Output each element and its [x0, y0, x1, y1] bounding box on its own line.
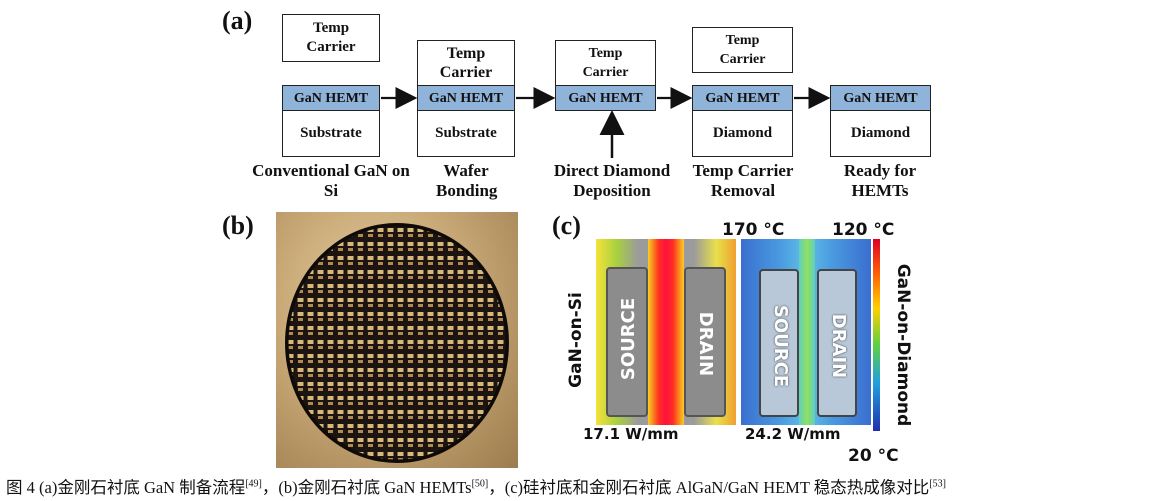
step-label-5: Ready for HEMTs — [843, 161, 917, 200]
caption-ref-1: [49] — [245, 478, 262, 490]
caption-ref-2: [50] — [471, 478, 489, 490]
caption-part-1: 图 4 (a)金刚石衬底 GaN 制备流程 — [6, 478, 246, 497]
panel-c-label: (c) — [552, 211, 581, 240]
gan-on-diamond-label: GaN-on-Diamond — [893, 263, 913, 427]
substrate-box-1: Substrate — [282, 110, 380, 157]
temp-carrier-box-1: Temp Carrier — [282, 14, 380, 62]
wafer-image — [285, 223, 509, 463]
si-source-pad: SOURCE — [606, 267, 648, 417]
diamond-box-4: Diamond — [692, 110, 793, 157]
diamond-source-pad: SOURCE — [759, 269, 799, 417]
temp-carrier-box-2: Temp Carrier — [417, 40, 515, 86]
left-max-temp: 170 °C — [722, 220, 785, 240]
panel-a-label: (a) — [222, 6, 253, 35]
thermal-image-diamond: SOURCE DRAIN — [741, 239, 871, 425]
step-label-4: Temp Carrier Removal — [692, 161, 794, 200]
gan-hemt-layer-1: GaN HEMT — [282, 85, 380, 111]
temp-carrier-box-3: Temp Carrier — [555, 40, 656, 86]
wafer-photo — [276, 212, 518, 468]
diamond-source-label: SOURCE — [770, 304, 791, 388]
right-power-density: 24.2 W/mm — [745, 425, 841, 443]
thermal-image-si: SOURCE DRAIN — [596, 239, 736, 425]
gan-hemt-layer-4: GaN HEMT — [692, 85, 793, 111]
substrate-box-2: Substrate — [417, 110, 515, 157]
gan-hemt-layer-5: GaN HEMT — [830, 85, 931, 111]
si-drain-pad: DRAIN — [684, 267, 726, 417]
caption-part-3: ，(c)硅衬底和金刚石衬底 AlGaN/GaN HEMT 稳态热成像对比 — [488, 478, 930, 497]
diamond-box-5: Diamond — [830, 110, 931, 157]
step-label-2: Wafer Bonding — [436, 161, 498, 200]
flow-arrows — [381, 87, 831, 158]
si-source-label: SOURCE — [618, 297, 639, 381]
figure-caption: 图 4 (a)金刚石衬底 GaN 制备流程[49]，(b)金刚石衬底 GaN H… — [6, 474, 1163, 498]
diamond-hotspot-channel — [799, 239, 815, 425]
diamond-drain-pad: DRAIN — [817, 269, 857, 417]
gan-on-si-label: GaN-on-Si — [566, 292, 586, 388]
step-label-3: Direct Diamond Deposition — [553, 161, 671, 200]
left-power-density: 17.1 W/mm — [583, 425, 679, 443]
si-hotspot-channel — [648, 239, 684, 425]
min-temp: 20 °C — [848, 446, 899, 466]
temperature-color-scale — [873, 239, 880, 431]
step-label-1: Conventional GaN on Si — [252, 161, 410, 200]
gan-hemt-layer-2: GaN HEMT — [417, 85, 515, 111]
temp-carrier-box-4: Temp Carrier — [692, 27, 793, 73]
panel-b-label: (b) — [222, 211, 254, 240]
caption-part-2: ，(b)金刚石衬底 GaN HEMTs — [261, 478, 472, 497]
right-max-temp: 120 °C — [832, 220, 895, 240]
diamond-drain-label: DRAIN — [828, 313, 849, 379]
caption-ref-3: [53] — [929, 478, 946, 490]
si-drain-label: DRAIN — [695, 311, 716, 377]
